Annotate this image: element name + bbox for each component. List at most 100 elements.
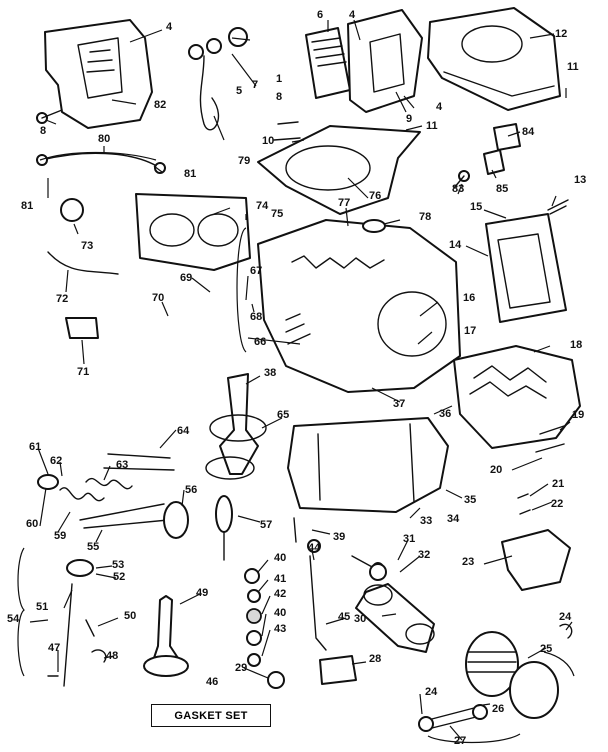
callout-15: 15 [470, 201, 483, 213]
callout-72: 72 [56, 293, 69, 305]
misc-screws [273, 121, 565, 543]
callout-46: 46 [206, 676, 219, 688]
dipstick-44 [309, 555, 327, 651]
plate-76 [257, 125, 421, 215]
washer-43 [247, 653, 261, 667]
callout-17: 17 [464, 325, 477, 337]
terminal-ring-1 [228, 27, 248, 47]
callout-60: 60 [26, 518, 39, 530]
brace-27 [427, 733, 521, 744]
callout-84: 84 [522, 126, 535, 138]
callout-66: 66 [254, 336, 267, 348]
callout-7: 7 [252, 79, 259, 91]
callout-16: 16 [463, 292, 476, 304]
clip-24-right [472, 704, 488, 720]
head-fins [469, 365, 547, 399]
callout-9: 9 [406, 113, 413, 125]
manifold-74-port-left [149, 213, 195, 247]
callout-81-left: 81 [21, 200, 34, 212]
callout-20: 20 [490, 464, 503, 476]
callout-4-right: 4 [436, 101, 443, 113]
callout-30: 30 [354, 613, 367, 625]
cylinder-head-18 [453, 345, 581, 449]
clip-24-top [559, 623, 573, 639]
gasket-set-label: GASKET SET [174, 709, 248, 722]
washer-40-bottom [246, 630, 262, 646]
piston-rings [467, 651, 517, 673]
callout-71: 71 [77, 366, 90, 378]
bracket-85 [483, 149, 505, 175]
callout-27: 27 [454, 735, 467, 747]
crankshaft-web-lower [205, 456, 255, 480]
callout-1: 1 [276, 73, 283, 85]
connecting-rod-big-end [405, 623, 435, 645]
blower-housing-12 [427, 7, 561, 111]
callout-57: 57 [260, 519, 273, 531]
callout-59: 59 [54, 530, 67, 542]
seal-78 [362, 219, 386, 233]
callout-34: 34 [447, 513, 460, 525]
callout-44: 44 [308, 542, 321, 554]
callout-76: 76 [369, 190, 382, 202]
callout-69: 69 [180, 272, 193, 284]
callout-68: 68 [250, 311, 263, 323]
washer-40-top [244, 568, 260, 584]
callout-45: 45 [338, 611, 351, 623]
cap-53 [66, 559, 94, 577]
callout-12: 12 [555, 28, 568, 40]
clip-81-left [36, 154, 48, 166]
fitting-83-shaft [453, 175, 465, 189]
block-fins-lower [285, 313, 311, 345]
callout-10: 10 [262, 135, 275, 147]
callout-82: 82 [154, 99, 167, 111]
spring-48 [91, 649, 107, 663]
callout-77: 77 [338, 197, 351, 209]
bolt-31-shaft [351, 555, 375, 569]
terminal-ring-5 [188, 44, 204, 60]
callout-29: 29 [235, 662, 248, 674]
callout-11-center: 11 [426, 120, 438, 132]
bracket-84 [493, 123, 521, 151]
callout-62: 62 [50, 455, 63, 467]
callout-85: 85 [496, 183, 509, 195]
washer-32 [369, 563, 387, 581]
starter-bracket-23 [501, 529, 571, 591]
blower-housing-edge [443, 71, 555, 97]
crankcase-ribs [317, 423, 415, 503]
callout-41: 41 [274, 573, 287, 585]
washer-42 [246, 608, 262, 624]
valve-spring-59 [59, 487, 105, 502]
callout-8-left: 8 [40, 125, 47, 137]
blower-housing-opening [461, 25, 523, 63]
callout-40-bottom: 40 [274, 607, 287, 619]
connecting-rod-small-end [363, 584, 393, 606]
callout-64: 64 [177, 425, 190, 437]
callout-25: 25 [540, 643, 553, 655]
callout-55: 55 [87, 541, 100, 553]
callout-75: 75 [271, 208, 284, 220]
callout-31: 31 [403, 533, 416, 545]
callout-4-top-left: 4 [166, 21, 173, 33]
callout-56: 56 [185, 484, 198, 496]
brace-26 [543, 651, 575, 677]
gasket-14-inner [497, 233, 551, 309]
callout-83: 83 [452, 183, 465, 195]
piston-25 [465, 631, 519, 697]
callout-19: 19 [572, 409, 585, 421]
callout-21: 21 [552, 478, 565, 490]
callout-6: 6 [317, 9, 324, 21]
callout-23: 23 [462, 556, 475, 568]
callout-53: 53 [112, 559, 125, 571]
callout-50: 50 [124, 610, 137, 622]
callout-39: 39 [333, 531, 346, 543]
callout-61: 61 [29, 441, 42, 453]
callout-78: 78 [419, 211, 432, 223]
pin-50 [85, 619, 95, 637]
callout-13: 13 [574, 174, 587, 186]
callout-32: 32 [418, 549, 431, 561]
callout-51: 51 [36, 601, 49, 613]
callout-24-top: 24 [559, 611, 572, 623]
callout-67: 67 [250, 265, 263, 277]
terminal-ring-7 [206, 38, 222, 54]
rod-51 [63, 583, 73, 687]
